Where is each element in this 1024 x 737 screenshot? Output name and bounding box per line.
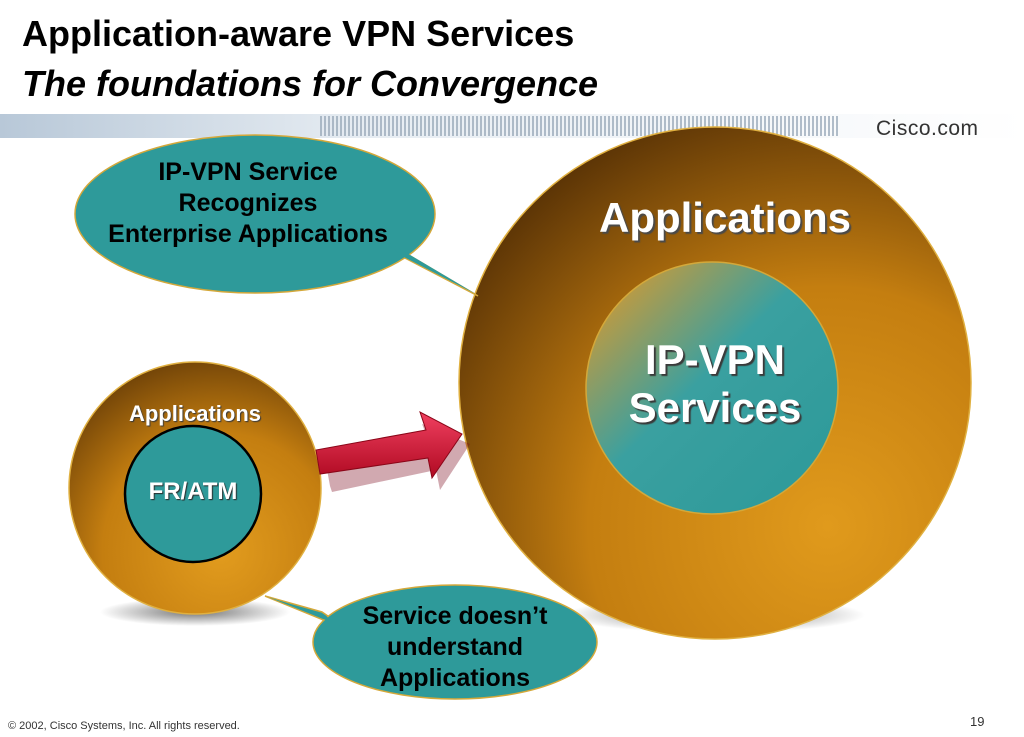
callout-top-line1: IP-VPN Service: [158, 158, 338, 186]
callout-bottom-line2: understand: [386, 633, 524, 661]
page-number: 19: [970, 714, 985, 729]
callout-bottom-bubble: [264, 584, 598, 700]
callout-top-text: IP-VPN Service Recognizes Enterprise App…: [88, 157, 408, 250]
callout-top-line3: Enterprise Applications: [108, 220, 388, 248]
header-banner: [0, 114, 1024, 138]
callout-top-bubble: [74, 134, 479, 297]
fr-atm-circle: [123, 424, 263, 564]
callout-top-line2: Recognizes: [178, 189, 318, 217]
small-applications-label: Applications: [128, 401, 261, 426]
ip-vpn-services-label: IP-VPN Services: [585, 336, 845, 432]
cisco-logo: Cisco.com: [876, 117, 979, 140]
fr-atm-label: FR/ATM: [148, 478, 238, 505]
slide-title: Application-aware VPN Services: [22, 13, 575, 54]
ip-vpn-label-line2: Services: [628, 384, 802, 431]
migration-arrow: [315, 410, 470, 492]
callout-bottom-line1: Service doesn’t: [362, 602, 548, 630]
ip-vpn-label-line1: IP-VPN: [644, 336, 786, 383]
slide-subtitle: The foundations for Convergence: [22, 63, 599, 104]
callout-bottom-line3: Applications: [379, 664, 530, 692]
copyright-footer: © 2002, Cisco Systems, Inc. All rights r…: [8, 720, 240, 732]
large-applications-label: Applications: [598, 194, 852, 241]
ip-vpn-services-circle: [585, 261, 839, 515]
callout-bottom-text: Service doesn’t understand Applications: [325, 601, 585, 694]
